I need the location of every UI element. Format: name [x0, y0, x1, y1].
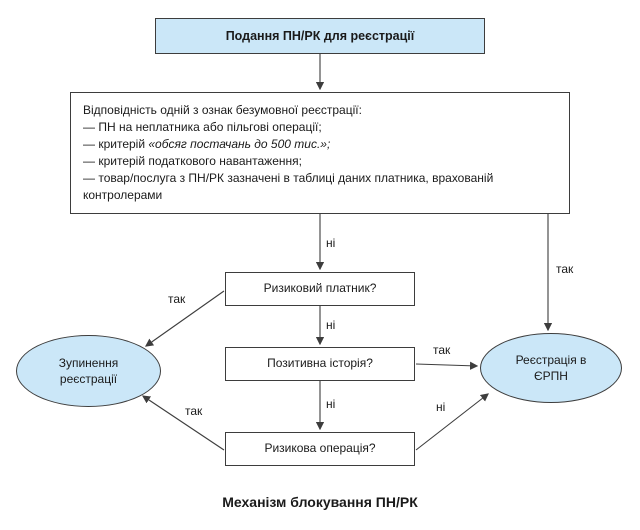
- decision-risky-payer: Ризиковий платник?: [225, 272, 415, 306]
- decision-risky-operation: Ризикова операція?: [225, 432, 415, 466]
- criteria-title: Відповідність одній з ознак безумовної р…: [83, 103, 362, 117]
- criteria-node: Відповідність одній з ознак безумовної р…: [70, 92, 570, 214]
- edge-label-criteria-yes: так: [556, 262, 574, 276]
- decision-risky-payer-label: Ризиковий платник?: [263, 281, 377, 296]
- decision-positive-history: Позитивна історія?: [225, 347, 415, 381]
- edge-label-risky-payer-no: ні: [326, 318, 336, 332]
- edge-label-risky-operation-no: ні: [436, 400, 446, 414]
- outcome-stop-label: Зупинення реєстрації: [58, 355, 119, 386]
- criteria-item-3: — критерій податкового навантаження;: [83, 154, 302, 168]
- edge-label-positive-history-no: ні: [326, 397, 336, 411]
- outcome-stop-registration: Зупинення реєстрації: [16, 335, 161, 407]
- outcome-register-label: Реєстрація в ЄРПН: [515, 352, 587, 383]
- start-node-label: Подання ПН/РК для реєстрації: [225, 28, 415, 43]
- edge-label-criteria-no: ні: [326, 236, 336, 250]
- decision-risky-operation-label: Ризикова операція?: [264, 441, 376, 456]
- criteria-item-2: — критерій «обсяг постачань до 500 тис.»…: [83, 136, 557, 153]
- criteria-item-1: — ПН на неплатника або пільгові операції…: [83, 120, 322, 134]
- edge-label-positive-history-yes: так: [433, 343, 451, 357]
- criteria-item-2-prefix: — критерій: [83, 137, 149, 151]
- edge-label-risky-operation-yes: так: [185, 404, 203, 418]
- start-node: Подання ПН/РК для реєстрації: [155, 18, 485, 54]
- criteria-item-4: — товар/послуга з ПН/РК зазначені в табл…: [83, 171, 494, 202]
- diagram-caption: Механізм блокування ПН/РК: [222, 494, 418, 510]
- edge-label-risky-payer-yes: так: [168, 292, 186, 306]
- decision-positive-history-label: Позитивна історія?: [267, 356, 373, 371]
- outcome-register-erpn: Реєстрація в ЄРПН: [480, 333, 622, 403]
- criteria-item-2-italic: «обсяг постачань до 500 тис.»;: [148, 137, 331, 151]
